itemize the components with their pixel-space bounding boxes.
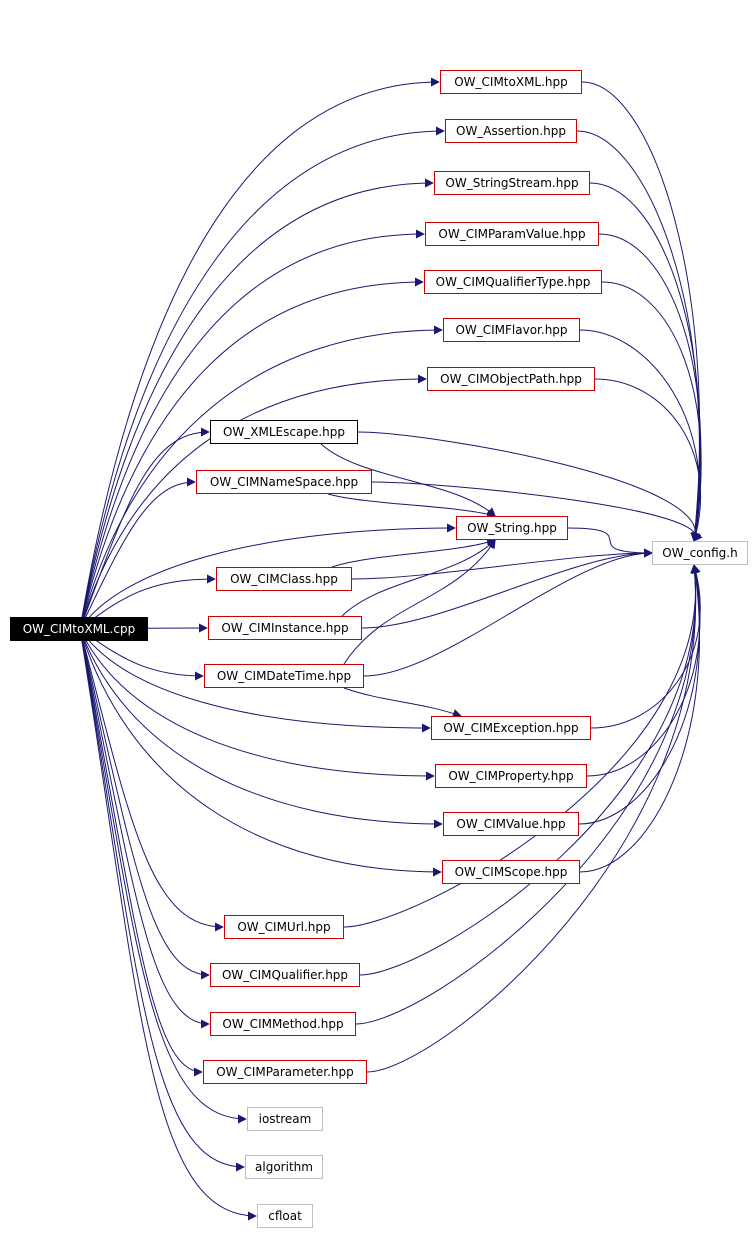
node-stringstream[interactable]: OW_StringStream.hpp <box>434 171 590 195</box>
node-config: OW_config.h <box>652 541 748 565</box>
edge-exception-to-config <box>590 564 701 729</box>
node-xmlescape[interactable]: OW_XMLEscape.hpp <box>210 420 358 444</box>
node-exception[interactable]: OW_CIMException.hpp <box>431 716 591 740</box>
edge-root-to-parameter <box>79 628 203 1077</box>
edge-method-to-config <box>355 564 700 1025</box>
edge-root-to-stringstream <box>79 178 434 630</box>
edge-namespace-to-string <box>327 493 497 519</box>
edge-root-to-qualifier <box>79 628 210 980</box>
edge-parameter-to-config <box>366 564 700 1073</box>
edge-root-to-property <box>79 628 435 781</box>
edge-cimclass-to-string <box>331 538 497 568</box>
edge-flavor-to-config <box>579 329 701 542</box>
node-iostream: iostream <box>247 1107 323 1131</box>
node-qualifiertype[interactable]: OW_CIMQualifierType.hpp <box>424 270 602 294</box>
node-assertion[interactable]: OW_Assertion.hpp <box>445 119 577 143</box>
edge-root-to-iostream <box>79 628 247 1124</box>
node-flavor[interactable]: OW_CIMFlavor.hpp <box>443 318 580 342</box>
edge-objectpath-to-config <box>594 378 702 542</box>
node-root[interactable]: OW_CIMtoXML.cpp <box>10 617 148 641</box>
edge-root-to-qualifiertype <box>79 277 424 630</box>
edge-instance-to-string <box>341 539 496 617</box>
edge-root-to-cfloat <box>79 628 257 1221</box>
edge-root-to-string <box>79 523 456 630</box>
node-qualifier[interactable]: OW_CIMQualifier.hpp <box>210 963 360 987</box>
edge-property-to-config <box>586 564 701 777</box>
edge-datetime-to-string <box>343 539 496 665</box>
edge-scope-to-config <box>579 564 701 873</box>
edge-root-to-cimtoxml <box>79 77 440 630</box>
edge-string-to-config <box>567 527 653 558</box>
node-algorithm: algorithm <box>245 1155 323 1179</box>
node-cimtoxml[interactable]: OW_CIMtoXML.hpp <box>440 70 582 94</box>
node-datetime[interactable]: OW_CIMDateTime.hpp <box>204 664 364 688</box>
node-string[interactable]: OW_String.hpp <box>456 516 568 540</box>
edge-root-to-objectpath <box>79 374 427 630</box>
edge-cimtoxml-to-config <box>581 81 701 542</box>
node-paramvalue[interactable]: OW_CIMParamValue.hpp <box>425 222 599 246</box>
edge-paramvalue-to-config <box>598 233 702 542</box>
edge-namespace-to-config <box>371 481 703 542</box>
node-parameter[interactable]: OW_CIMParameter.hpp <box>203 1060 367 1084</box>
node-scope[interactable]: OW_CIMScope.hpp <box>442 860 580 884</box>
edge-root-to-namespace <box>79 477 196 630</box>
edge-root-to-url <box>79 628 224 932</box>
edge-xmlescape-to-config <box>357 431 702 542</box>
edge-root-to-method <box>79 628 210 1029</box>
node-method[interactable]: OW_CIMMethod.hpp <box>210 1012 356 1036</box>
edge-cimclass-to-config <box>351 548 653 580</box>
edge-xmlescape-to-string <box>320 443 496 517</box>
edge-qualifier-to-config <box>359 564 700 976</box>
edge-root-to-xmlescape <box>79 427 210 630</box>
edge-qualifiertype-to-config <box>601 281 702 542</box>
node-url[interactable]: OW_CIMUrl.hpp <box>224 915 344 939</box>
node-cimclass[interactable]: OW_CIMClass.hpp <box>216 567 352 591</box>
edge-root-to-assertion <box>79 126 445 630</box>
edge-root-to-flavor <box>79 325 443 630</box>
node-property[interactable]: OW_CIMProperty.hpp <box>435 764 587 788</box>
node-instance[interactable]: OW_CIMInstance.hpp <box>208 616 362 640</box>
edge-stringstream-to-config <box>589 182 701 542</box>
edge-root-to-value <box>79 628 443 829</box>
edge-root-to-algorithm <box>79 628 245 1172</box>
edge-root-to-exception <box>79 628 431 733</box>
node-namespace[interactable]: OW_CIMNameSpace.hpp <box>196 470 372 494</box>
edge-instance-to-config <box>361 548 653 629</box>
node-objectpath[interactable]: OW_CIMObjectPath.hpp <box>427 367 595 391</box>
node-value[interactable]: OW_CIMValue.hpp <box>443 812 579 836</box>
edge-root-to-scope <box>79 628 442 877</box>
edge-datetime-to-config <box>363 548 653 677</box>
edge-root-to-paramvalue <box>79 229 425 630</box>
edge-datetime-to-exception <box>343 687 462 718</box>
node-cfloat: cfloat <box>257 1204 313 1228</box>
edge-value-to-config <box>578 564 700 825</box>
edge-assertion-to-config <box>576 130 700 542</box>
